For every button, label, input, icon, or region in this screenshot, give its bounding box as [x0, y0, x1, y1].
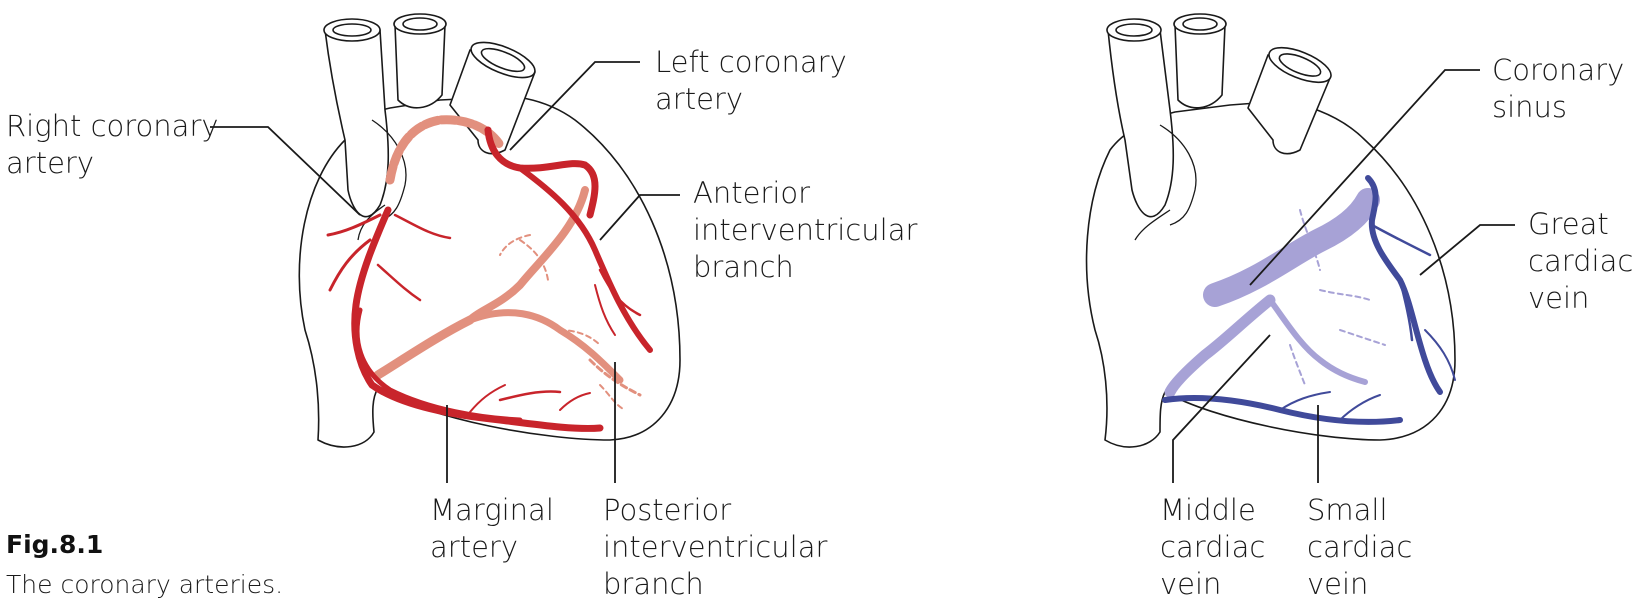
label-middle-cardiac-vein-line-1: Middle [1160, 493, 1256, 527]
label-left-coronary-artery: Left coronary artery [655, 44, 847, 118]
label-small-cardiac-vein-line-1: Small [1307, 493, 1388, 527]
heart-veins-diagram [1085, 13, 1515, 483]
posterior-veins [1164, 188, 1386, 398]
anterior-veins [1162, 175, 1456, 425]
label-middle-cardiac-vein: Middle cardiac vein [1160, 492, 1265, 603]
superior-vessel [394, 24, 446, 109]
label-small-cardiac-vein-line-3: vein [1307, 567, 1369, 601]
label-anterior-interventricular-branch-line-3: branch [693, 250, 794, 284]
label-right-coronary-artery-line-2: artery [6, 146, 94, 180]
label-posterior-interventricular-branch-line-2: interventricular [603, 530, 828, 564]
figure-number: Fig.8.1 [6, 530, 104, 559]
label-great-cardiac-vein: Great cardiac vein [1528, 206, 1633, 317]
arteries-leader-lines [210, 61, 680, 483]
label-middle-cardiac-vein-line-3: vein [1160, 567, 1222, 601]
label-coronary-sinus-line-1: Coronary [1492, 53, 1625, 87]
label-coronary-sinus-line-2: sinus [1492, 90, 1568, 124]
marginal-artery-path [354, 307, 523, 423]
label-coronary-sinus: Coronary sinus [1492, 52, 1624, 126]
anterior-arteries [326, 126, 653, 432]
label-great-cardiac-vein-line-1: Great [1528, 207, 1609, 241]
heart-outline [298, 95, 681, 448]
aorta-veins [1107, 29, 1175, 218]
label-great-cardiac-vein-line-2: cardiac [1528, 244, 1634, 278]
coronary-sinus-path [1203, 188, 1380, 307]
label-left-coronary-artery-line-2: artery [655, 82, 743, 116]
label-anterior-interventricular-branch: Anterior interventricular branch [693, 175, 917, 286]
label-right-coronary-artery-line-1: Right coronary [6, 109, 219, 143]
figure-caption: The coronary arteries. [6, 570, 284, 599]
heart-arteries-diagram [210, 13, 681, 483]
label-small-cardiac-vein: Small cardiac vein [1307, 492, 1412, 603]
label-posterior-interventricular-branch-line-3: branch [603, 567, 704, 601]
label-marginal-artery: Marginal artery [430, 492, 554, 566]
anterior-interventricular-branch-path [517, 165, 653, 353]
label-middle-cardiac-vein-line-2: cardiac [1160, 530, 1266, 564]
label-great-cardiac-vein-line-3: vein [1528, 281, 1590, 315]
veins-leader-lines [1172, 69, 1515, 483]
label-anterior-interventricular-branch-line-1: Anterior [693, 176, 811, 210]
label-left-coronary-artery-line-1: Left coronary [655, 45, 847, 79]
label-anterior-interventricular-branch-line-2: interventricular [693, 213, 918, 247]
label-marginal-artery-line-1: Marginal [430, 493, 554, 527]
label-marginal-artery-line-2: artery [430, 530, 518, 564]
label-right-coronary-artery: Right coronary artery [6, 108, 219, 182]
label-posterior-interventricular-branch: Posterior interventricular branch [603, 492, 827, 603]
label-posterior-interventricular-branch-line-1: Posterior [603, 493, 732, 527]
label-small-cardiac-vein-line-2: cardiac [1307, 530, 1413, 564]
left-coronary-artery-path [484, 126, 599, 219]
right-coronary-artery-path [351, 206, 604, 432]
